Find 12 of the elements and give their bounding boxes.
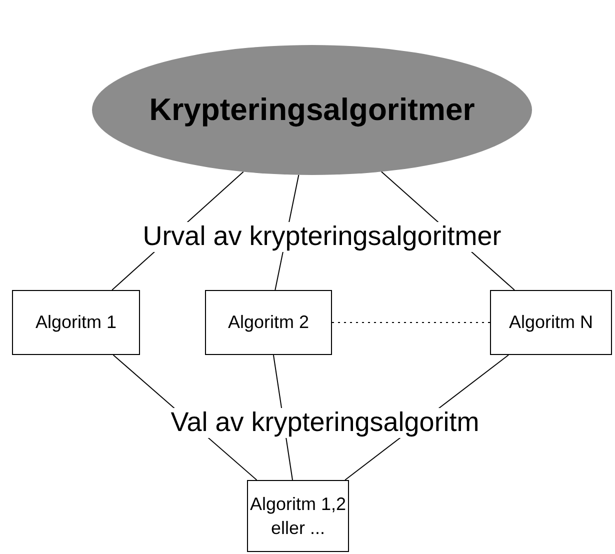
node-text: Algoritm 2 bbox=[228, 311, 310, 334]
process-box bbox=[247, 480, 349, 552]
section-label: Val av krypteringsalgoritm bbox=[170, 408, 480, 438]
node-text: Krypteringsalgoritmer bbox=[149, 91, 475, 130]
dotted-connector bbox=[332, 322, 490, 323]
process-box bbox=[205, 290, 332, 355]
section-label: Urval av krypteringsalgoritmer bbox=[142, 222, 502, 252]
node-text: Algoritm 1,2 eller ... bbox=[248, 492, 348, 540]
node-text: Algoritm 1 bbox=[35, 311, 117, 334]
process-box bbox=[12, 290, 140, 355]
process-box bbox=[490, 290, 612, 355]
node-text: Algoritm N bbox=[508, 311, 593, 334]
